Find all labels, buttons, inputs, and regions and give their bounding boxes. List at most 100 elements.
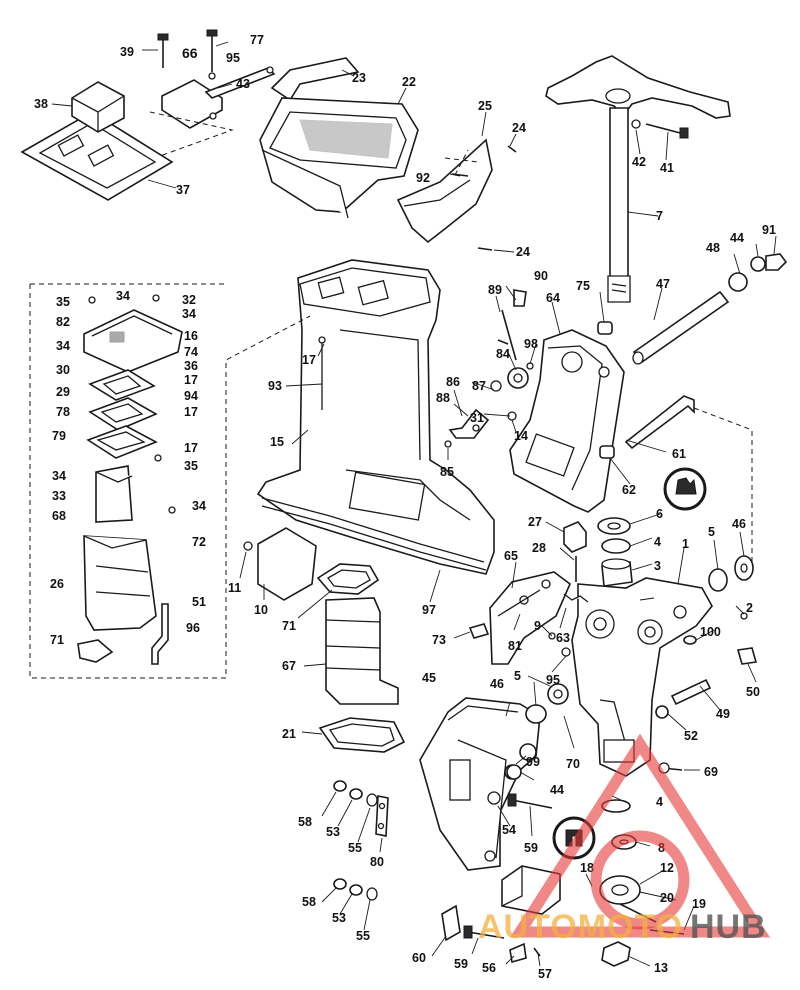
part-66-plate xyxy=(161,79,223,129)
label-44-mid: 44 xyxy=(550,783,564,797)
label-7: 7 xyxy=(656,209,663,223)
label-37: 37 xyxy=(176,183,190,197)
label-23: 23 xyxy=(352,71,366,85)
label-65: 65 xyxy=(504,549,518,563)
label-51: 51 xyxy=(192,595,206,609)
label-36: 36 xyxy=(184,359,198,373)
label-17-c: 17 xyxy=(184,441,198,455)
label-60: 60 xyxy=(412,951,426,965)
label-66: 66 xyxy=(182,45,198,61)
watermark-brand-part2: HUB xyxy=(690,908,767,946)
label-43: 43 xyxy=(236,77,250,91)
label-91: 91 xyxy=(762,223,776,237)
label-35-b: 35 xyxy=(184,459,198,473)
label-56: 56 xyxy=(482,961,496,975)
label-17-top: 17 xyxy=(302,353,316,367)
label-93: 93 xyxy=(268,379,282,393)
label-55-bottom: 55 xyxy=(356,929,370,943)
label-10: 10 xyxy=(254,603,268,617)
exhaust-housing-group xyxy=(256,259,495,575)
part-75-bushing xyxy=(597,321,613,335)
label-63: 63 xyxy=(556,631,570,645)
label-94: 94 xyxy=(184,389,198,403)
label-17-b: 17 xyxy=(184,373,198,387)
label-25: 25 xyxy=(478,99,492,113)
label-78: 78 xyxy=(56,405,70,419)
label-46-right: 46 xyxy=(732,517,746,531)
fastener-row-2 xyxy=(333,878,378,901)
label-35-top: 35 xyxy=(56,295,70,309)
label-17-d: 17 xyxy=(184,405,198,419)
label-52: 52 xyxy=(684,729,698,743)
part-number-labels: 39 66 95 77 43 38 37 23 22 25 24 92 24 4… xyxy=(34,33,776,981)
label-59-bottom: 59 xyxy=(454,957,468,971)
label-19: 19 xyxy=(692,897,706,911)
label-24-bottom: 24 xyxy=(516,245,530,259)
label-24-top: 24 xyxy=(512,121,526,135)
part-10-cover xyxy=(257,527,317,601)
label-64: 64 xyxy=(546,291,560,305)
swivel-bracket-group xyxy=(444,289,625,513)
label-49: 49 xyxy=(716,707,730,721)
label-95-mid: 95 xyxy=(546,673,560,687)
label-55-top: 55 xyxy=(348,841,362,855)
label-58-top: 58 xyxy=(298,815,312,829)
mounting-plate-group xyxy=(20,29,276,201)
label-33: 33 xyxy=(52,489,66,503)
label-18: 18 xyxy=(580,861,594,875)
label-47: 47 xyxy=(656,277,670,291)
watermark-triangle-icon xyxy=(509,733,771,938)
label-46-mid: 46 xyxy=(490,677,504,691)
label-53-bottom: 53 xyxy=(332,911,346,925)
label-5-right: 5 xyxy=(708,525,715,539)
label-86: 86 xyxy=(446,375,460,389)
label-45: 45 xyxy=(422,671,436,685)
fastener-row-1 xyxy=(333,780,389,837)
label-20: 20 xyxy=(660,891,674,905)
leader-lines xyxy=(51,41,777,967)
part-65-bracket xyxy=(489,571,571,665)
label-42: 42 xyxy=(632,155,646,169)
label-54: 54 xyxy=(502,823,516,837)
label-14: 14 xyxy=(514,429,528,443)
label-28: 28 xyxy=(532,541,546,555)
label-21: 21 xyxy=(282,727,296,741)
swivel-bracket-1-group xyxy=(571,577,758,777)
label-59-mid: 59 xyxy=(524,841,538,855)
label-4-bottom: 4 xyxy=(656,795,663,809)
label-34-d: 34 xyxy=(52,469,66,483)
label-11: 11 xyxy=(228,581,241,595)
label-41: 41 xyxy=(660,161,674,175)
label-69: 69 xyxy=(704,765,718,779)
inset-parts-group xyxy=(29,283,311,679)
label-13: 13 xyxy=(654,961,668,975)
part-67-tube xyxy=(325,597,399,705)
label-1: 1 xyxy=(682,537,689,551)
label-71-left: 71 xyxy=(50,633,64,647)
label-6: 6 xyxy=(656,507,663,521)
label-97: 97 xyxy=(422,603,436,617)
label-29: 29 xyxy=(56,385,70,399)
label-82: 82 xyxy=(56,315,70,329)
label-31: 31 xyxy=(470,411,484,425)
label-15: 15 xyxy=(270,435,284,449)
label-34-c: 34 xyxy=(56,339,70,353)
label-98: 98 xyxy=(524,337,538,351)
label-39: 39 xyxy=(120,45,134,59)
label-53-top: 53 xyxy=(326,825,340,839)
brand-watermark: AUTOMOTO HUB xyxy=(478,733,771,946)
label-77: 77 xyxy=(250,33,264,47)
label-67: 67 xyxy=(282,659,296,673)
label-95-top: 95 xyxy=(226,51,240,65)
steering-arm-group xyxy=(545,55,731,303)
label-32: 32 xyxy=(182,293,196,307)
label-71-mid: 71 xyxy=(282,619,296,633)
label-99: 99 xyxy=(526,755,540,769)
label-12: 12 xyxy=(660,861,674,875)
label-2: 2 xyxy=(746,601,753,615)
label-62: 62 xyxy=(622,483,636,497)
clamp-bracket-65-group xyxy=(468,571,589,665)
label-26: 26 xyxy=(50,577,64,591)
label-92: 92 xyxy=(416,171,430,185)
